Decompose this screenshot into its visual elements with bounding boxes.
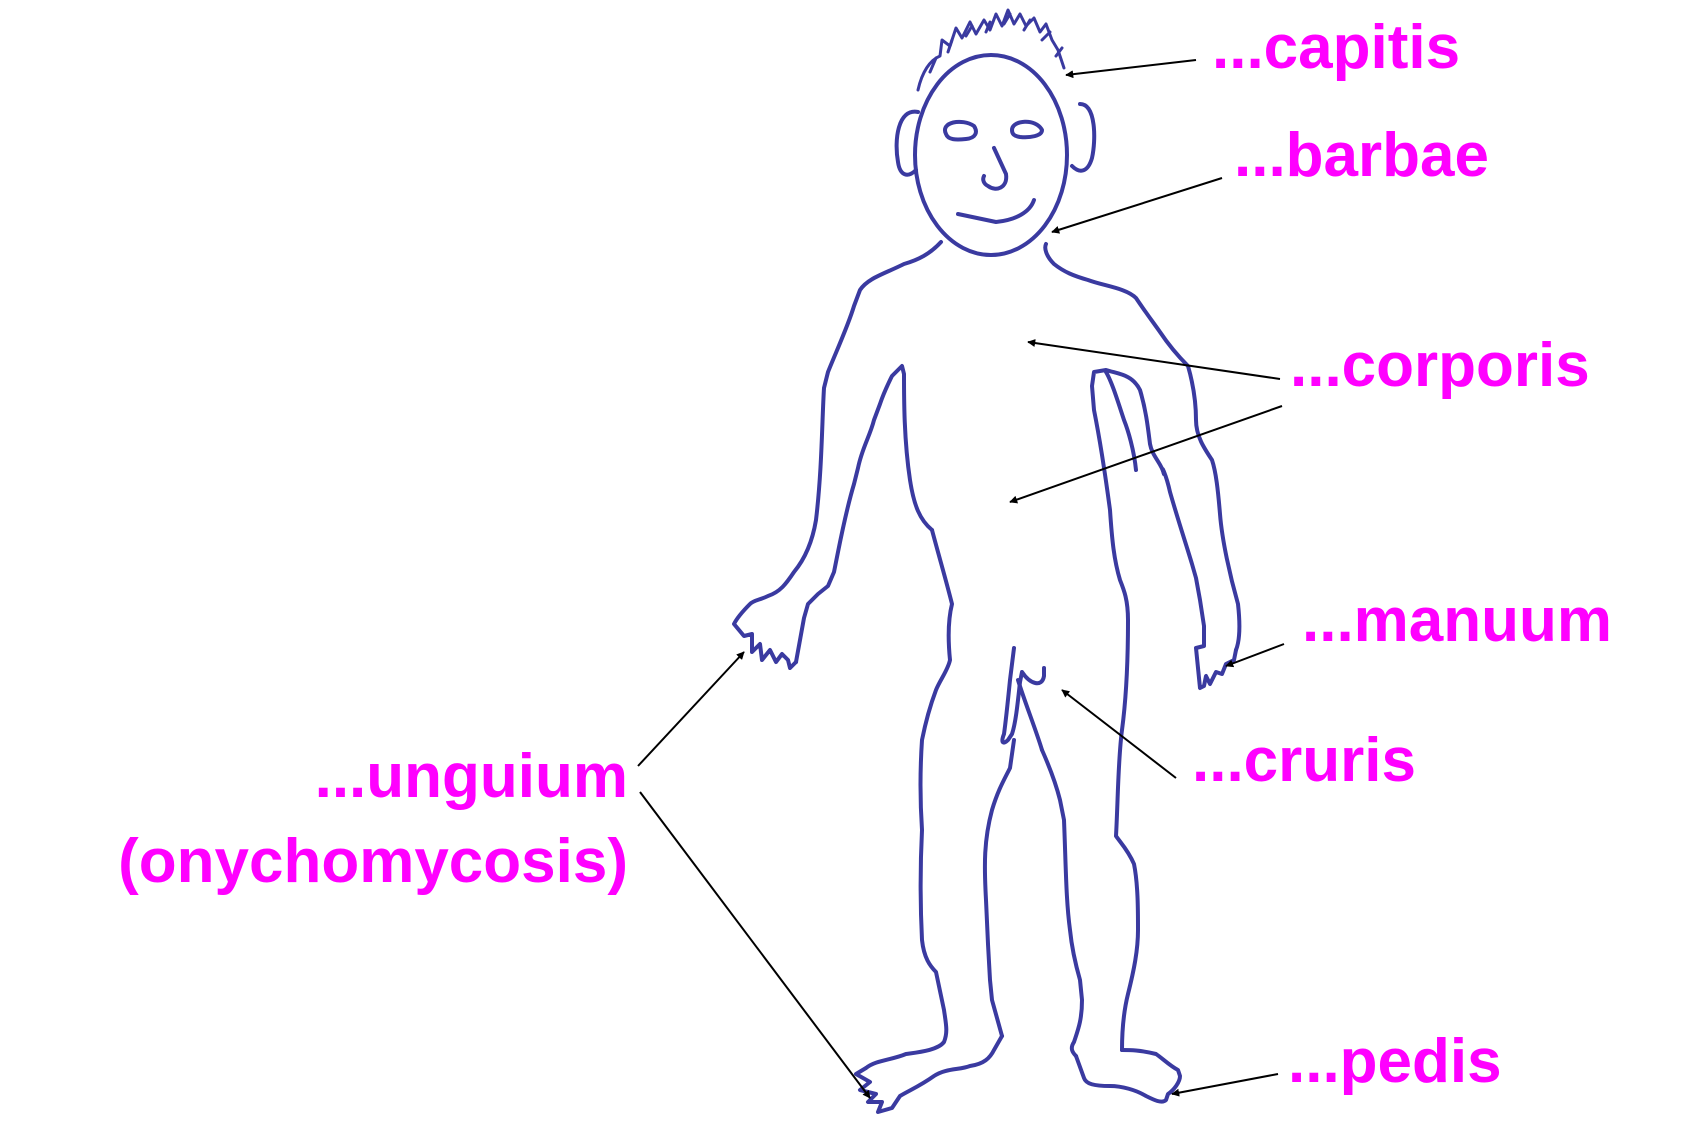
- arrow-barbae: [1052, 178, 1222, 232]
- nose: [983, 148, 1006, 189]
- head-outline: [915, 55, 1067, 255]
- label-capitis: ...capitis: [1212, 13, 1460, 82]
- left-torso-side: [866, 530, 952, 1068]
- label-corporis: ...corporis: [1290, 331, 1590, 400]
- right-eye: [1012, 122, 1042, 138]
- label-pedis: ...pedis: [1288, 1027, 1502, 1096]
- right-ear: [1072, 104, 1094, 171]
- right-hand: [1163, 469, 1236, 688]
- left-arm-outer: [734, 242, 941, 668]
- label-barbae: ...barbae: [1234, 121, 1489, 190]
- labels: ...capitis ...barbae ...corporis ...manu…: [118, 13, 1612, 1096]
- human-figure: [734, 10, 1239, 1112]
- groin-inner: [1018, 680, 1042, 750]
- right-leg-outer: [1092, 370, 1164, 1050]
- arrow-pedis: [1172, 1074, 1278, 1094]
- right-arm-outer: [1045, 244, 1239, 650]
- arrow-unguium-hand: [638, 652, 744, 766]
- label-onychomycosis: (onychomycosis): [118, 827, 628, 896]
- left-foot: [856, 1036, 1002, 1112]
- arrow-corporis-chest: [1028, 342, 1280, 379]
- label-cruris: ...cruris: [1192, 726, 1416, 795]
- label-unguium: ...unguium: [315, 742, 628, 811]
- arrow-unguium-foot: [640, 792, 870, 1098]
- right-leg-inner: [1042, 750, 1082, 1056]
- mouth: [958, 200, 1034, 222]
- label-manuum: ...manuum: [1302, 586, 1612, 655]
- left-eye: [945, 122, 976, 140]
- left-leg-inner: [985, 740, 1014, 1036]
- right-torso-arm-gap: [1106, 372, 1136, 470]
- right-foot: [1076, 1050, 1180, 1102]
- arrow-capitis: [1066, 60, 1196, 75]
